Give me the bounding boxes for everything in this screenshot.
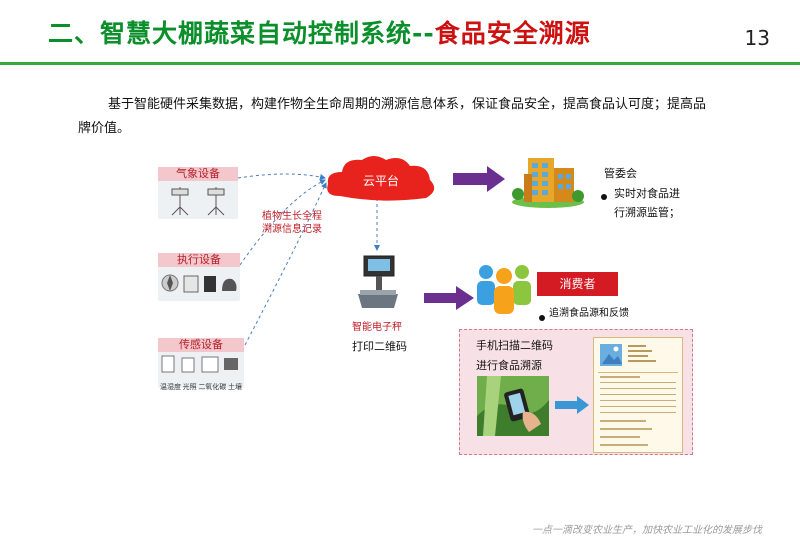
- arrow-to-committee: [453, 166, 505, 192]
- record-label-line2: 溯源信息记录: [262, 224, 322, 235]
- consumer-label: 消费者: [537, 272, 618, 296]
- title-part1: 二、智慧大棚蔬菜自动控制系统: [48, 19, 413, 48]
- intro-line2: 牌价值。: [78, 121, 131, 136]
- cloud-label: 云平台: [362, 174, 399, 188]
- weather-device-title: 气象设备: [158, 167, 238, 181]
- trace-info-card: [593, 337, 683, 453]
- people-icon: [477, 265, 531, 314]
- sensor-devices-icon: [161, 355, 238, 373]
- sensor-tags: 温湿度 光照 二氧化碳 土壤: [158, 382, 244, 392]
- intro-line1: 基于智能硬件采集数据，构建作物全生命周期的溯源信息体系，保证食品安全，提高食品认…: [108, 97, 707, 112]
- sensor-tag-temp: 温湿度: [160, 383, 181, 391]
- sensor-tag-co2: 二氧化碳: [198, 383, 227, 391]
- scan-text-line1: 手机扫描二维码: [476, 339, 553, 352]
- arrow-to-trace-card: [555, 396, 589, 414]
- page-title: 二、智慧大棚蔬菜自动控制系统--食品安全溯源: [48, 14, 591, 50]
- scan-text: 手机扫描二维码 进行食品溯源: [476, 336, 553, 376]
- scan-text-line2: 进行食品溯源: [476, 359, 542, 372]
- phone-scan-photo: [477, 376, 549, 436]
- sensor-device-title: 传感设备: [158, 338, 244, 352]
- committee-bullet-line2: 行溯源监管；: [614, 206, 680, 219]
- weather-station-icon: [171, 187, 225, 216]
- committee-bullet-dot: [600, 187, 610, 200]
- committee-title: 管委会: [604, 167, 637, 180]
- actuator-device-panel: 执行设备: [158, 253, 240, 301]
- sensor-tag-light: 光照: [182, 383, 197, 391]
- committee-bullet: 实时对食品进 行溯源监管；: [614, 184, 680, 222]
- sensor-link: [244, 182, 327, 346]
- building-icon: [512, 158, 584, 208]
- actuator-devices-icon: [161, 274, 237, 293]
- consumer-bullet-dot: [538, 307, 546, 321]
- footer-slogan: 一点一滴改变农业生产，加快农业工业化的发展步伐: [532, 525, 762, 536]
- title-separator: --: [412, 19, 435, 48]
- arrow-to-consumer: [424, 286, 474, 310]
- sensor-tag-soil: 土壤: [227, 383, 242, 391]
- sensor-device-panel: 传感设备 温湿度 光照 二氧化碳 土壤: [158, 338, 244, 391]
- committee-bullet-line1: 实时对食品进: [614, 187, 680, 200]
- header: 二、智慧大棚蔬菜自动控制系统--食品安全溯源 13: [0, 0, 800, 64]
- trace-card-graphic: [598, 344, 678, 446]
- page-number: 13: [744, 26, 770, 50]
- weather-link: [237, 173, 326, 180]
- title-underline: [0, 62, 800, 65]
- consumer-bullet: 追溯食品源和反馈: [549, 308, 629, 319]
- title-part2: 食品安全溯源: [434, 19, 591, 48]
- actuator-device-title: 执行设备: [158, 253, 240, 267]
- record-label-line1: 植物生长全程: [262, 211, 322, 222]
- electronic-scale-icon: [358, 255, 398, 308]
- weather-device-panel: 气象设备: [158, 167, 238, 219]
- scale-name: 智能电子秤: [352, 322, 402, 333]
- scale-action: 打印二维码: [352, 340, 407, 353]
- cloud-icon: [327, 156, 435, 201]
- record-label: 植物生长全程 溯源信息记录: [262, 210, 322, 236]
